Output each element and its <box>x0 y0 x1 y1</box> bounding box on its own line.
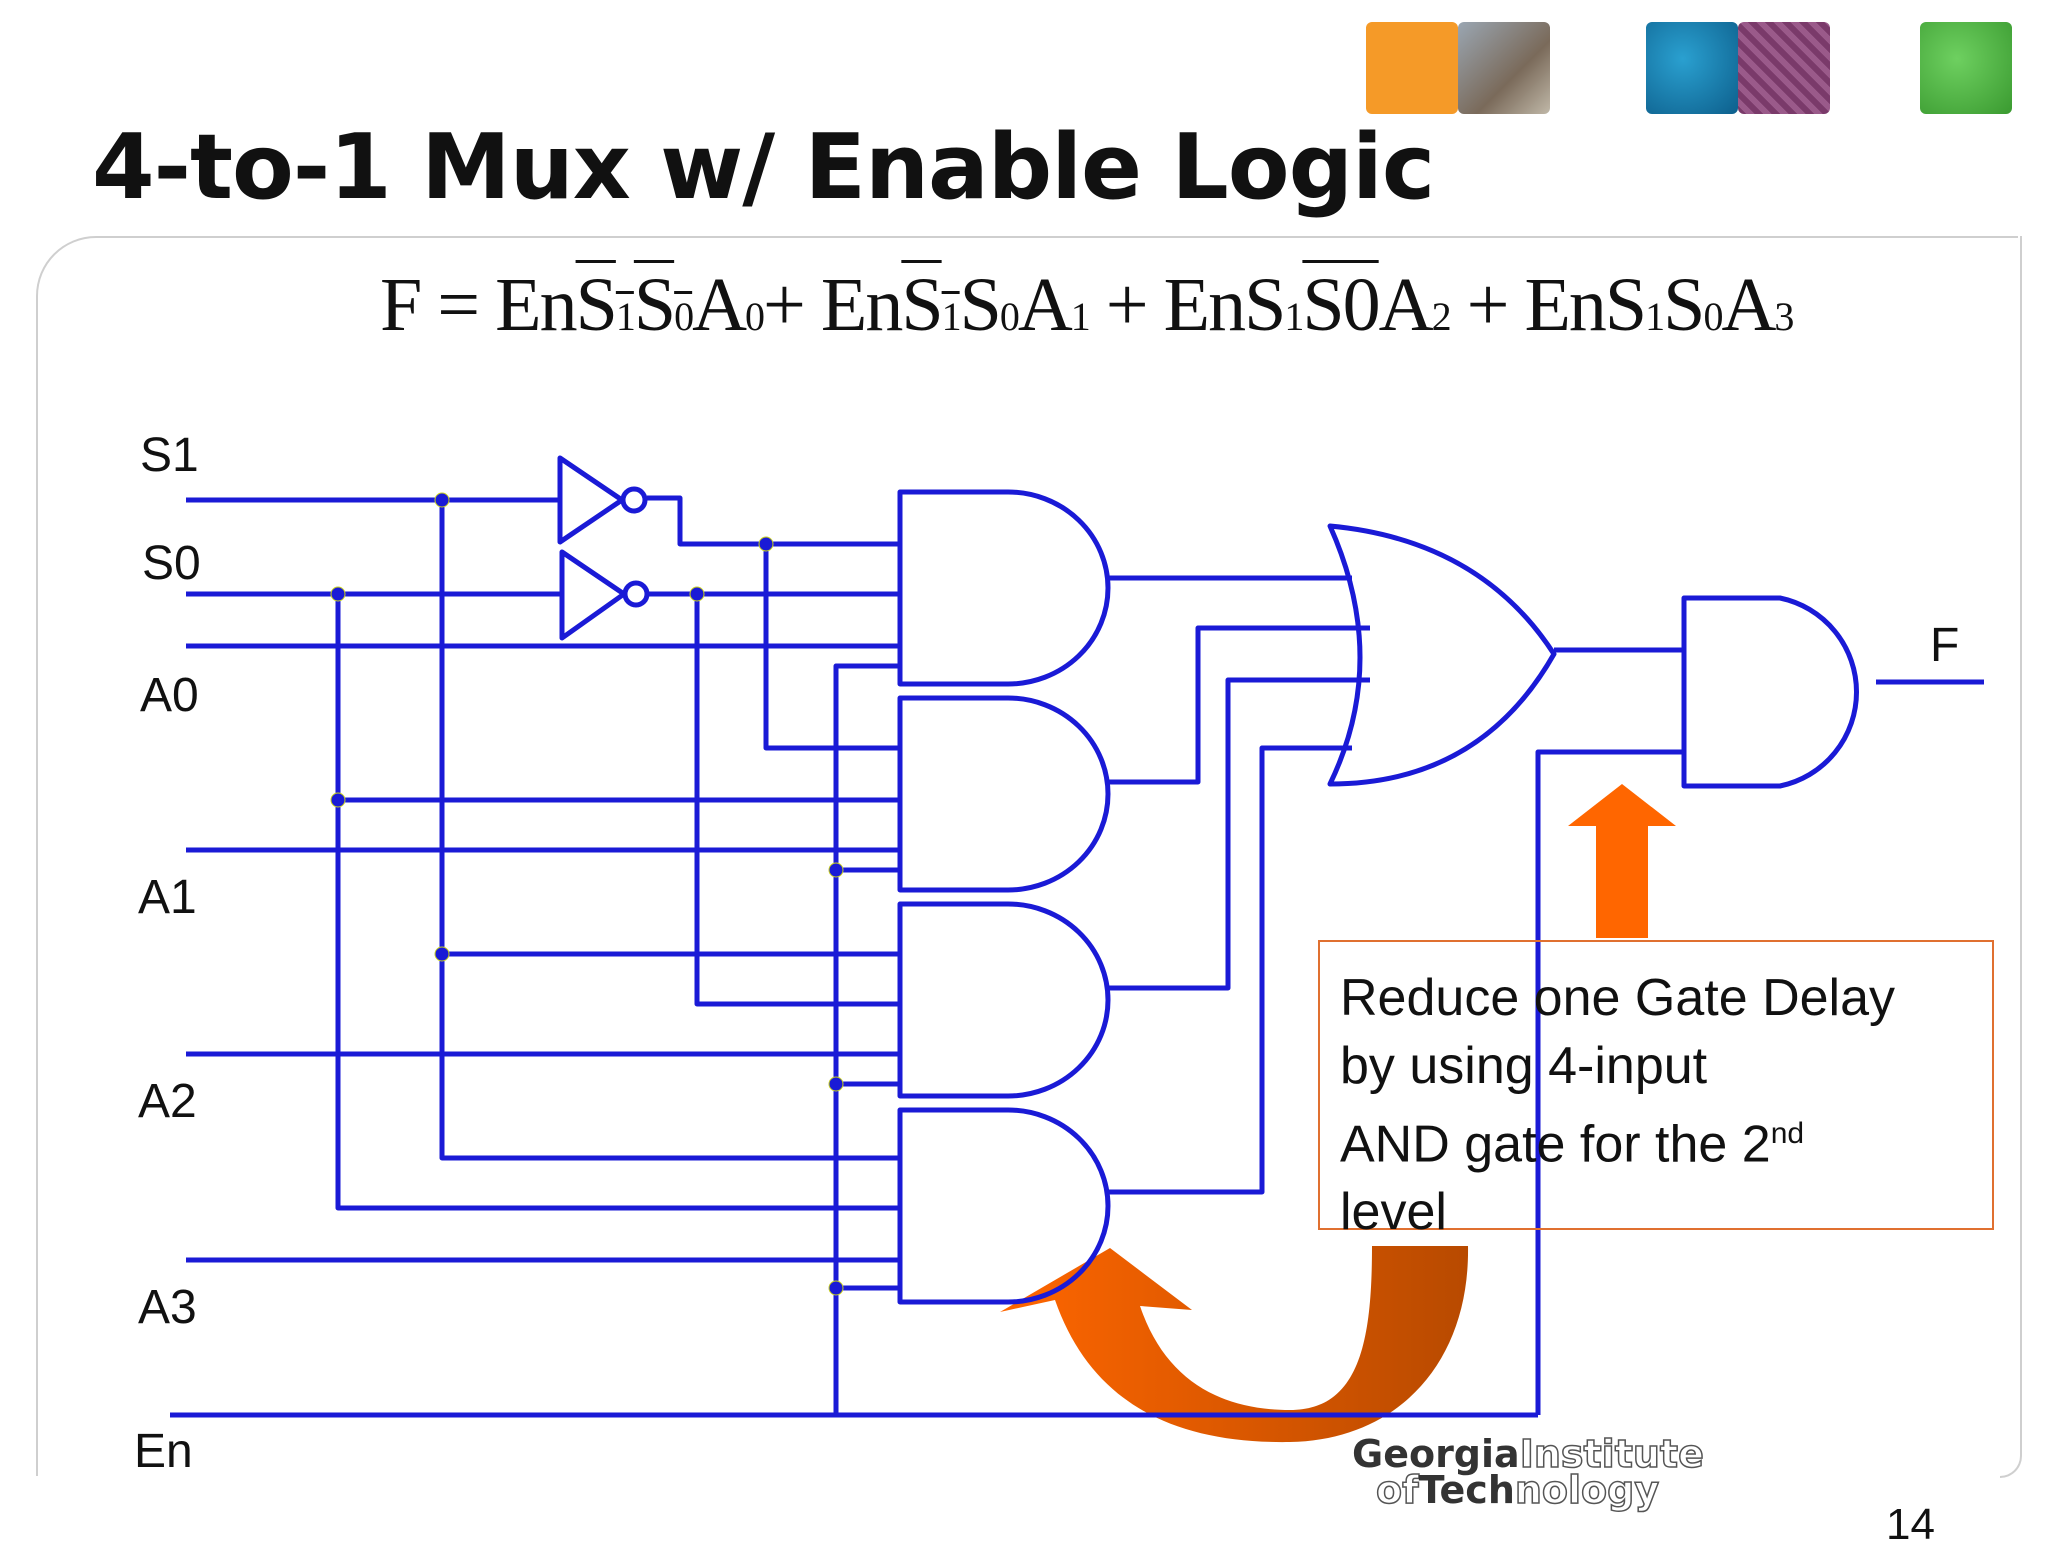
inverter-s1-bubble <box>620 486 648 514</box>
wire-en-to-final <box>1535 749 1684 1415</box>
wire-and2-or <box>1108 625 1370 785</box>
label-s1: S1 <box>140 429 199 482</box>
label-s0: S0 <box>142 537 201 590</box>
boolean-formula: F = EnS1S0A0+ EnS1S0A1 + EnS1S0A2 + EnS1… <box>380 262 1794 349</box>
junction-dot <box>828 1076 844 1092</box>
header-tile-photo-campus <box>1458 22 1550 114</box>
and-gate-4 <box>897 1107 1111 1305</box>
and-gate-2 <box>897 695 1111 893</box>
junction-dot <box>828 862 844 878</box>
junction-dot <box>330 586 346 602</box>
wire-s1-inv-and2 <box>763 544 900 751</box>
label-a2: A2 <box>138 1075 197 1128</box>
formula-term-2: EnS1S0A2 + <box>1163 263 1510 347</box>
formula-lhs: F = <box>380 263 480 347</box>
wire-and4-or <box>1108 745 1352 1195</box>
junction-dot <box>434 492 450 508</box>
label-en: En <box>134 1425 193 1478</box>
inverter-s0 <box>559 549 627 641</box>
formula-term-3: EnS1S0A3 <box>1524 263 1794 347</box>
junction-dot <box>330 792 346 808</box>
junction-dot <box>689 586 705 602</box>
formula-term-0: EnS1S0A0+ <box>495 263 806 347</box>
header-tile-orange <box>1366 22 1458 114</box>
note-line-3: AND gate for the 2nd <box>1340 1115 1805 1174</box>
and-gate-1 <box>897 489 1111 687</box>
georgia-tech-logo: GeorgiaInstitute ofTechnology <box>1352 1432 1705 1512</box>
header-tile-blue <box>1646 22 1738 114</box>
header-tile-photo-chip <box>1738 22 1830 114</box>
junction-dot <box>828 1280 844 1296</box>
wire-s1-tap <box>439 500 900 1161</box>
label-a3: A3 <box>138 1281 197 1334</box>
formula-term-1: EnS1S0A1 + <box>820 263 1149 347</box>
note-box: Reduce one Gate Delay by using 4-input A… <box>1318 940 1994 1241</box>
up-arrow <box>1568 784 1676 938</box>
label-a0: A0 <box>140 669 199 722</box>
and-gate-final <box>1681 595 1859 789</box>
wire-and3-or <box>1108 677 1370 991</box>
label-a1: A1 <box>138 871 197 924</box>
inverter-s1 <box>557 455 625 545</box>
or-gate <box>1327 523 1557 787</box>
content-frame <box>36 236 2018 1476</box>
curved-arrow <box>1000 1246 1469 1443</box>
inverter-s0-bubble <box>622 580 650 608</box>
wire-s0-inv-and3 <box>694 594 900 1007</box>
junction-dot <box>758 536 774 552</box>
note-line-1: Reduce one Gate Delay <box>1340 969 1896 1027</box>
and-gate-3 <box>897 901 1111 1099</box>
wire-s1-inv <box>647 495 900 547</box>
junction-dot <box>434 946 450 962</box>
wire-en-bus <box>833 663 900 1415</box>
note-line-2: by using 4-input <box>1340 1037 1708 1095</box>
header-tile-green <box>1920 22 2012 114</box>
slide-title: 4-to-1 Mux w/ Enable Logic <box>92 115 1435 220</box>
note-line-4: level <box>1340 1183 1447 1242</box>
page-number: 14 <box>1886 1500 1935 1549</box>
wire-s0-tap <box>335 594 900 1211</box>
label-f: F <box>1930 619 1960 672</box>
